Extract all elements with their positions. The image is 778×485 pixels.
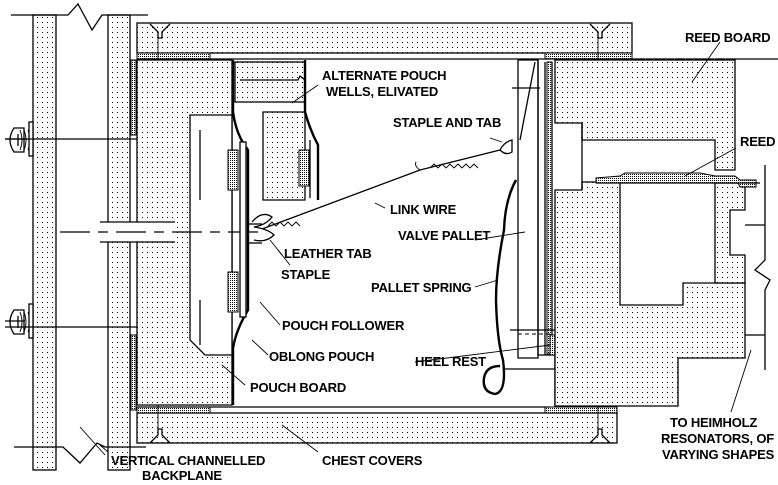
label-link-wire: LINK WIRE	[390, 202, 457, 217]
label-leather-tab: LEATHER TAB	[284, 246, 372, 261]
pouch-follower	[227, 141, 247, 318]
pouch-board	[60, 59, 260, 411]
label-reed: REED	[740, 134, 775, 149]
link-wire	[261, 149, 501, 230]
leather-tab	[248, 213, 275, 244]
reed-board	[554, 59, 746, 407]
top-chest-cover	[136, 22, 778, 82]
label-reed-board: REED BOARD	[685, 30, 770, 45]
label-chest-covers: CHEST COVERS	[322, 453, 423, 468]
label-vertical-backplane: VERTICAL CHANNELLED	[111, 453, 265, 468]
label-oblong-pouch: OBLONG POUCH	[269, 349, 374, 364]
label-pouch-board: POUCH BOARD	[250, 380, 346, 395]
bottom-chest-cover	[136, 385, 618, 444]
label-alternate-pouch-wells: ALTERNATE POUCH	[322, 68, 446, 83]
label-resonators: TO HEIMHOLZ	[670, 415, 757, 430]
label-pallet-spring: PALLET SPRING	[371, 280, 472, 295]
screw-icon	[5, 303, 34, 339]
alternate-pouch-wells	[234, 61, 311, 201]
label-resonators-line2: RESONATORS, OF	[661, 431, 774, 446]
alternate-pouch	[303, 60, 320, 200]
leader-lines	[99, 41, 752, 453]
staple-and-tab	[499, 139, 513, 155]
label-staple: STAPLE	[281, 267, 331, 282]
label-resonators-line3: VARYING SHAPES	[662, 447, 775, 462]
label-pouch-follower: POUCH FOLLOWER	[282, 318, 405, 333]
label-vertical-backplane-line2: BACKPLANE	[142, 468, 222, 483]
reed	[595, 172, 760, 188]
valve-pallet	[512, 59, 555, 359]
oblong-pouch	[231, 60, 250, 405]
pallet-spring	[482, 179, 518, 396]
label-staple-and-tab: STAPLE AND TAB	[393, 115, 501, 130]
label-heel-rest: HEEL REST	[415, 354, 486, 369]
resonator-outlet	[745, 165, 771, 370]
label-valve-pallet: VALVE PALLET	[398, 228, 490, 243]
label-alternate-pouch-wells-line2: WELLS, ELIVATED	[326, 84, 438, 99]
